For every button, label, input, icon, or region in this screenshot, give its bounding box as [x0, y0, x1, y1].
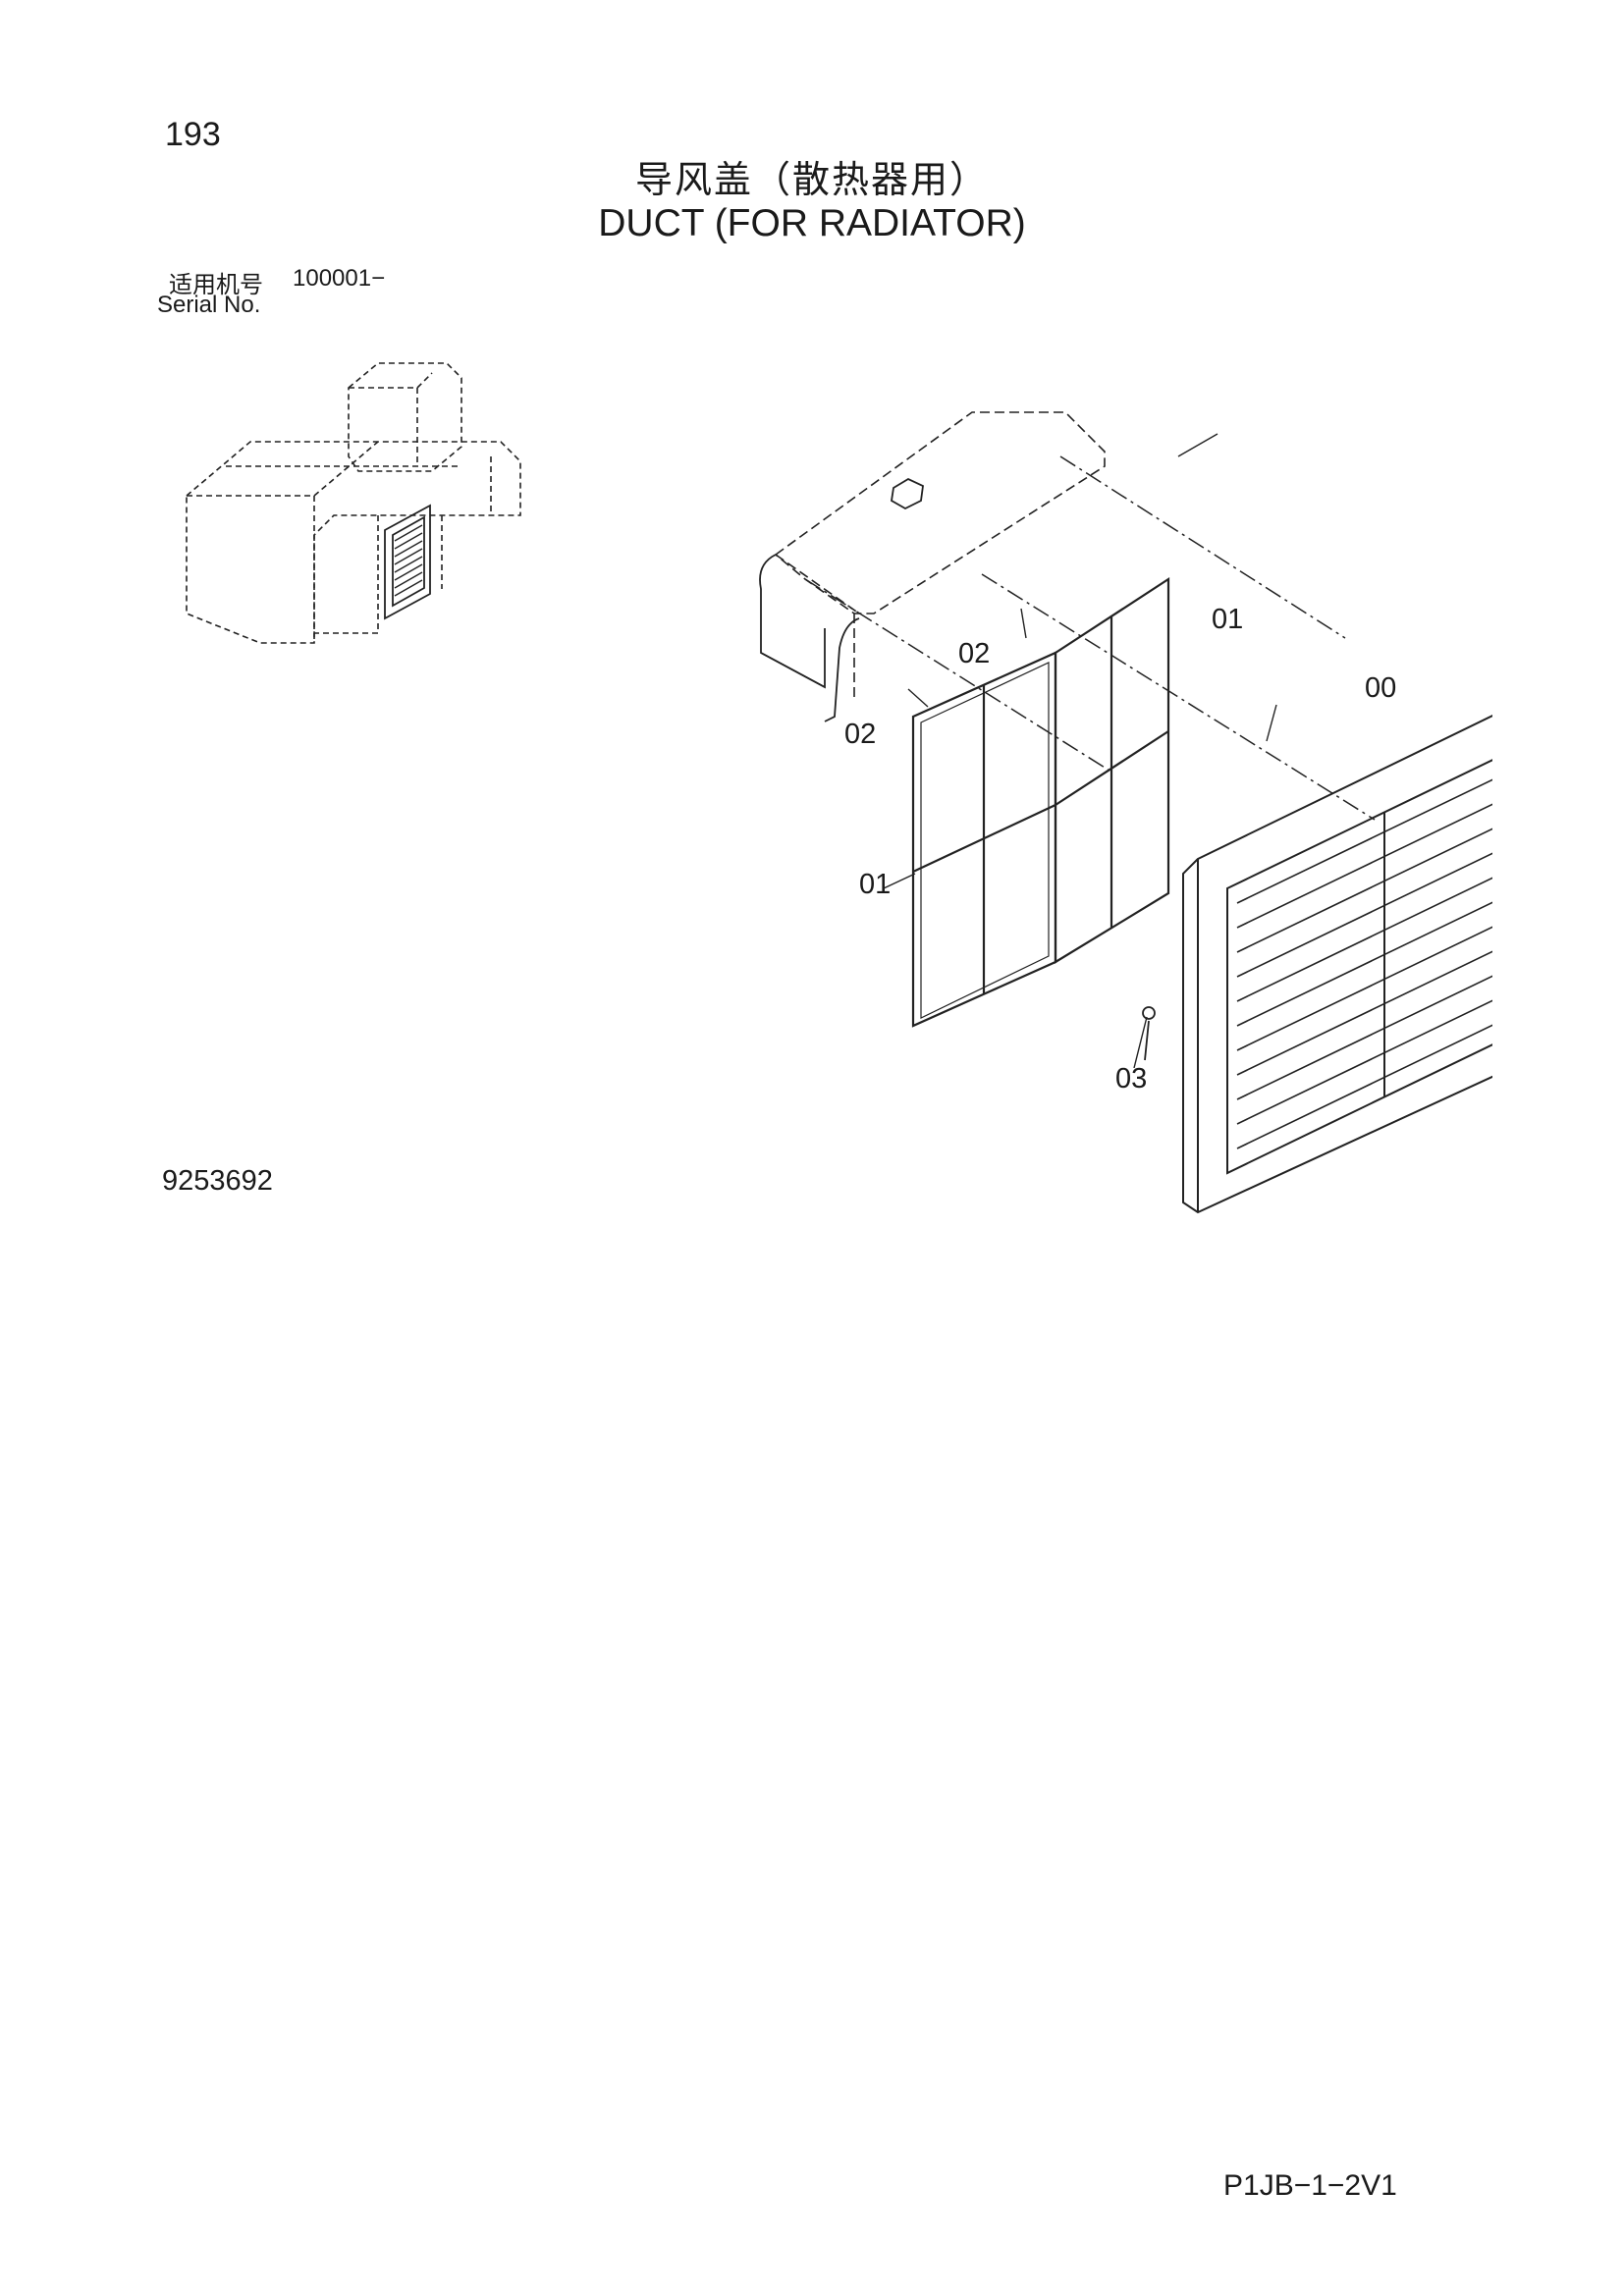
machine-key-map-illustration [186, 362, 521, 644]
filter-frame-front [911, 651, 1057, 1028]
radiator-grille-louvers [1236, 778, 1492, 1149]
exploded-parts-drawing: 01 02 00 02 01 03 [759, 411, 1492, 1214]
page-code: P1JB−1−2V1 [1223, 2169, 1397, 2202]
duct-cover [774, 411, 1106, 697]
filter-frame-rear [1054, 576, 1170, 964]
serial-label-chinese: 适用机号 [169, 271, 263, 298]
assembly-lines [804, 455, 1376, 821]
callout-00: 00 [1365, 672, 1396, 704]
callout-02-lower: 02 [844, 719, 876, 750]
callout-leaders [883, 433, 1277, 1069]
page-number: 193 [165, 116, 221, 153]
serial-label-english: Serial No. [157, 292, 261, 318]
duct-cover-side [759, 554, 860, 722]
page-title-chinese: 导风盖（散热器用） [634, 158, 989, 201]
bolt-part [1142, 1006, 1156, 1061]
drawing-number: 9253692 [162, 1165, 273, 1197]
page-title-english: DUCT (FOR RADIATOR) [598, 202, 1026, 244]
callout-02-upper: 02 [958, 638, 990, 669]
callout-01-upper: 01 [1212, 604, 1243, 635]
serial-value: 100001− [293, 265, 386, 292]
duct-cover-hatch [891, 477, 924, 510]
callout-03: 03 [1115, 1063, 1147, 1095]
callout-01-lower: 01 [859, 869, 891, 900]
